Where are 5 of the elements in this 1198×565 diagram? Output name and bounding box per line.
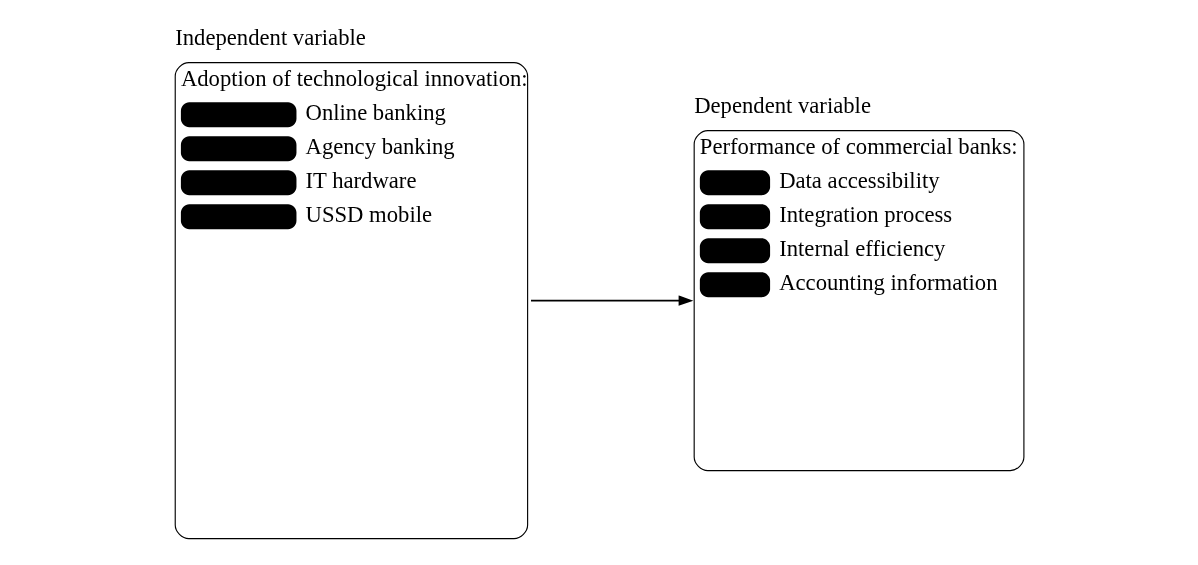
node-label: Independent variable [175,24,366,50]
node-box: Performance of commercial banks: Data accessibility Integration process Internal efficiency Accounting information [693,130,1025,472]
node-box: Adoption of technological innovation: Online banking Agency banking IT hardware USSD mobile [174,62,529,540]
arrow [530,295,694,306]
node-label: Dependent variable [694,92,871,118]
